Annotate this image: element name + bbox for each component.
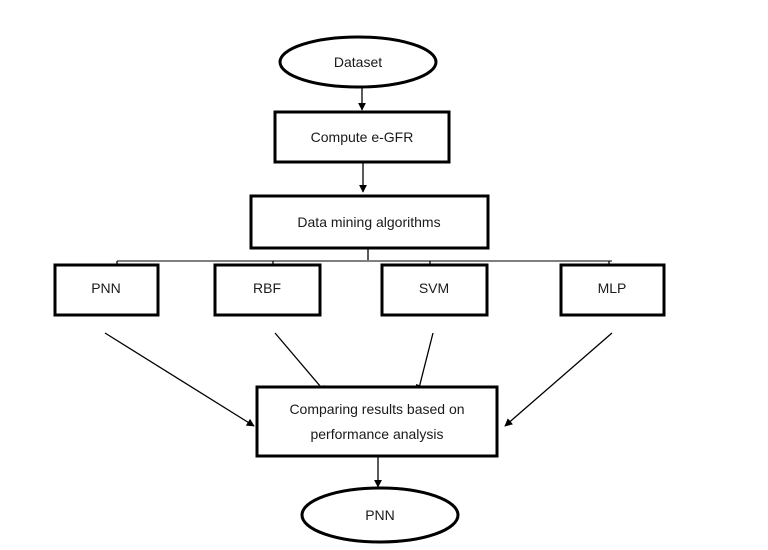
comparing-results-label-line2: performance analysis: [310, 426, 443, 442]
rbf-label: RBF: [253, 280, 281, 296]
comparing-results-box: [255, 385, 499, 458]
svm-box: [380, 263, 489, 317]
node-data-mining: Data mining algorithms: [249, 194, 490, 250]
edge-mlp-to-compare: [504, 332, 613, 427]
edge-svm-to-compare: [415, 332, 434, 393]
mlp-label: MLP: [598, 280, 627, 296]
rbf-box: [213, 263, 322, 317]
dataset-label: Dataset: [334, 54, 382, 70]
result-pnn-label: PNN: [365, 507, 395, 523]
data-mining-box: [249, 194, 490, 250]
svm-label: SVM: [419, 280, 449, 296]
compute-egfr-box: [273, 110, 451, 164]
compute-egfr-label: Compute e-GFR: [311, 129, 414, 145]
edge-pnn-to-compare: [104, 332, 255, 427]
dataset-oval: [278, 35, 438, 89]
node-comparing-results: Comparing results based on performance a…: [255, 385, 499, 458]
edge-rbf-to-compare: [274, 332, 327, 394]
node-svm: SVM: [380, 263, 489, 317]
pnn-label: PNN: [91, 280, 121, 296]
node-rbf: RBF: [213, 263, 322, 317]
comparing-results-label-line1: Comparing results based on: [289, 401, 464, 417]
node-mlp: MLP: [559, 263, 666, 317]
node-result-pnn: PNN: [300, 486, 460, 544]
result-pnn-oval: [300, 486, 460, 544]
node-pnn: PNN: [53, 263, 160, 317]
pnn-box: [53, 263, 160, 317]
data-mining-label: Data mining algorithms: [297, 214, 440, 230]
node-compute-egfr: Compute e-GFR: [273, 110, 451, 164]
mlp-box: [559, 263, 666, 317]
node-dataset: Dataset: [278, 35, 438, 89]
